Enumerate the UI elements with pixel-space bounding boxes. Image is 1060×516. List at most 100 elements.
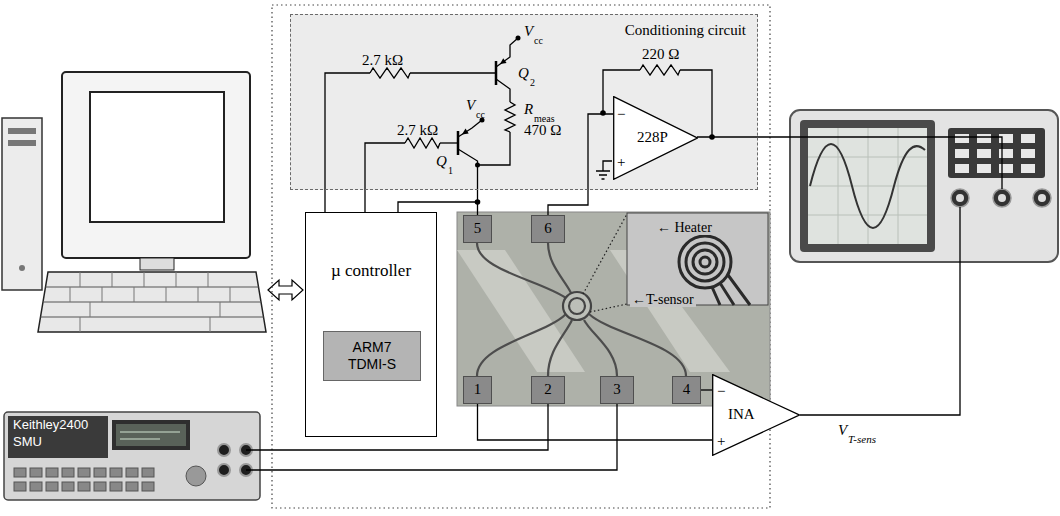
smu-instrument <box>112 420 190 450</box>
computer-icon <box>62 72 250 258</box>
contact-pad: 3 <box>600 376 634 404</box>
circuit-label: R <box>524 102 533 117</box>
oscilloscope-icon <box>1021 149 1035 158</box>
node-text: 4 <box>683 381 691 398</box>
smu-instrument <box>62 482 74 491</box>
contact-pad: 5 <box>463 215 492 243</box>
computer-icon <box>2 118 42 290</box>
circuit-wire <box>440 142 458 143</box>
smu-instrument <box>110 468 122 477</box>
oscilloscope-icon <box>999 134 1013 143</box>
oscilloscope-icon <box>1038 194 1046 202</box>
circuit-wire <box>697 137 1002 189</box>
junction-dot <box>475 163 480 168</box>
oscilloscope-icon <box>977 134 991 143</box>
smu-instrument <box>116 424 186 446</box>
oscilloscope-icon <box>977 149 991 158</box>
circuit-wire <box>325 73 370 212</box>
node-text: 228P <box>637 129 668 146</box>
signal-wire <box>701 389 712 390</box>
circuit-label: T-sens <box>848 434 876 445</box>
circuit-wire <box>496 38 518 67</box>
oscilloscope-icon <box>810 144 925 228</box>
smu-instrument <box>30 482 42 491</box>
circuit-wire <box>800 207 960 415</box>
circuit-wire <box>410 72 496 73</box>
circuit-wire <box>478 132 511 165</box>
oscilloscope-icon <box>808 128 927 244</box>
transistor-arrow <box>462 129 469 135</box>
smu-instrument <box>78 482 90 491</box>
circuit-wire <box>640 65 680 75</box>
chip-photo <box>563 292 591 320</box>
computer-icon <box>19 265 25 271</box>
circuit-wire <box>405 138 440 148</box>
circuit-label: 220 Ω <box>642 47 679 62</box>
circuit-label: 2 <box>530 78 535 88</box>
computer-icon <box>8 128 36 134</box>
conditioning-panel <box>290 14 758 190</box>
smu-instrument <box>94 468 106 477</box>
chip-photo <box>686 243 724 281</box>
circuit-label: + <box>717 434 725 449</box>
signal-wire <box>478 404 713 440</box>
computer-icon <box>70 272 230 332</box>
oscilloscope-icon <box>1021 164 1035 173</box>
oscilloscope-icon <box>808 128 927 244</box>
contact-pad: 1 <box>463 376 492 404</box>
chip-photo <box>679 236 731 288</box>
cpu-core-box: ARM7 TDMI-S <box>323 331 421 381</box>
oscilloscope-icon <box>951 189 969 207</box>
chip-photo <box>700 257 710 267</box>
oscilloscope-icon <box>790 110 1058 262</box>
circuit-label: 2.7 kΩ <box>362 53 403 68</box>
circuit-label: 1 <box>448 166 453 176</box>
computer-icon <box>38 272 266 332</box>
circuit-label: V <box>838 423 847 438</box>
circuit-wire <box>458 120 482 137</box>
chip-photo <box>693 250 717 274</box>
smu-instrument <box>218 464 230 476</box>
circuit-wire <box>505 102 515 132</box>
smu-instrument <box>142 482 154 491</box>
instrument-panel: Keithley2400SMU <box>4 412 260 500</box>
circuit-wire <box>457 131 460 155</box>
computer-icon <box>2 72 266 332</box>
smu-instrument <box>94 482 106 491</box>
node-text: 5 <box>474 220 482 237</box>
computer-icon <box>90 92 224 222</box>
circuit-wire <box>495 61 498 85</box>
contact-pad: 4 <box>672 376 701 404</box>
board-outline <box>272 5 770 508</box>
smu-instrument <box>62 468 74 477</box>
smu-instrument <box>186 466 206 486</box>
circuit-label: V <box>466 98 475 113</box>
circuit-wire <box>496 79 510 102</box>
oscilloscope-icon <box>800 120 935 252</box>
smu-instrument <box>46 468 58 477</box>
board-outline <box>272 5 770 508</box>
smu-instrument <box>78 468 90 477</box>
smu-instrument <box>14 482 26 491</box>
chip-photo <box>457 212 770 406</box>
transistor-arrow <box>462 58 507 134</box>
transistor-arrow <box>500 58 507 64</box>
circuit-wire <box>596 171 610 179</box>
junction-dot <box>516 36 521 41</box>
double-arrow <box>268 280 303 300</box>
smu-instrument <box>4 412 260 500</box>
circuit-wire <box>370 68 410 78</box>
node-text: SMU <box>13 434 260 451</box>
circuit-label: 2.7 kΩ <box>397 123 438 138</box>
smu-instrument <box>14 468 26 477</box>
chip-photo <box>569 298 585 314</box>
node-text: INA <box>728 406 755 423</box>
circuit-label: − <box>617 107 625 122</box>
circuit-wire <box>458 149 478 202</box>
oscilloscope-icon <box>790 110 1058 262</box>
node-text: 2 <box>544 381 552 398</box>
chip-photo <box>712 275 750 305</box>
circuit-label: Q <box>518 66 529 81</box>
oscilloscope-icon <box>993 189 1011 207</box>
circuit-label: ←T-sensor <box>630 293 696 307</box>
